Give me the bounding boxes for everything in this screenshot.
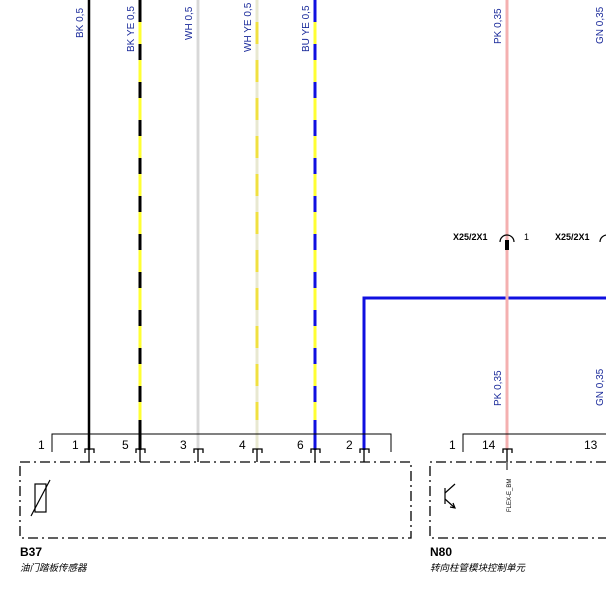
- wire-label-wh: WH 0,5: [184, 6, 195, 40]
- b37-pin-3: 3: [180, 438, 187, 452]
- wire-label-bu-ye: BU YE 0,5: [301, 5, 312, 52]
- b37-pin-2: 2: [346, 438, 353, 452]
- splice-label: X25/2X1: [555, 232, 590, 242]
- b37-pin-5: 5: [122, 438, 129, 452]
- n80-desc: 转向柱管模块控制单元: [430, 562, 527, 574]
- n80-component: FLEX-E_BM N80 转向柱管模块控制单元: [429, 461, 606, 574]
- wire-label-gn-lower: GN 0,35: [595, 368, 606, 406]
- wire-label-gn: GN 0,35: [595, 6, 606, 44]
- transistor-icon: [444, 483, 456, 509]
- n80-connector-pin: 1: [449, 438, 456, 452]
- n80-pin-14: 14: [482, 438, 496, 452]
- b37-pin-4: 4: [239, 438, 246, 452]
- b37-id: B37: [20, 545, 42, 559]
- n80-pin-13: 13: [584, 438, 598, 452]
- b37-connector-pin: 1: [38, 438, 45, 452]
- b37-desc: 油门踏板传感器: [20, 563, 88, 574]
- splice-label: X25/2X1: [453, 232, 488, 242]
- wire-label-bk: BK 0,5: [75, 8, 86, 38]
- b37-pin-6: 6: [297, 438, 304, 452]
- splice-connector-2: X25/2X1: [555, 232, 606, 243]
- potentiometer-icon: [30, 479, 51, 517]
- b37-pin-1: 1: [72, 438, 79, 452]
- wire-bu-pin2: [362, 296, 606, 450]
- splice-connector-1: X25/2X1 1: [453, 232, 529, 250]
- n80-signal-label: FLEX-E_BM: [507, 479, 513, 512]
- wire-label-bk-ye: BK YE 0,5: [126, 6, 137, 52]
- wire-label-pk: PK 0,35: [493, 8, 504, 44]
- n80-id: N80: [430, 545, 452, 559]
- b37-connector: 1 1 5 3 4 6 2: [38, 433, 392, 462]
- b37-component: B37 油门踏板传感器: [19, 461, 412, 574]
- n80-connector: 1 14 13: [449, 433, 606, 462]
- splice-pin: 1: [524, 232, 529, 242]
- wire-label-wh-ye: WH YE 0,5: [243, 2, 254, 52]
- wire-label-pk-lower: PK 0,35: [493, 370, 504, 406]
